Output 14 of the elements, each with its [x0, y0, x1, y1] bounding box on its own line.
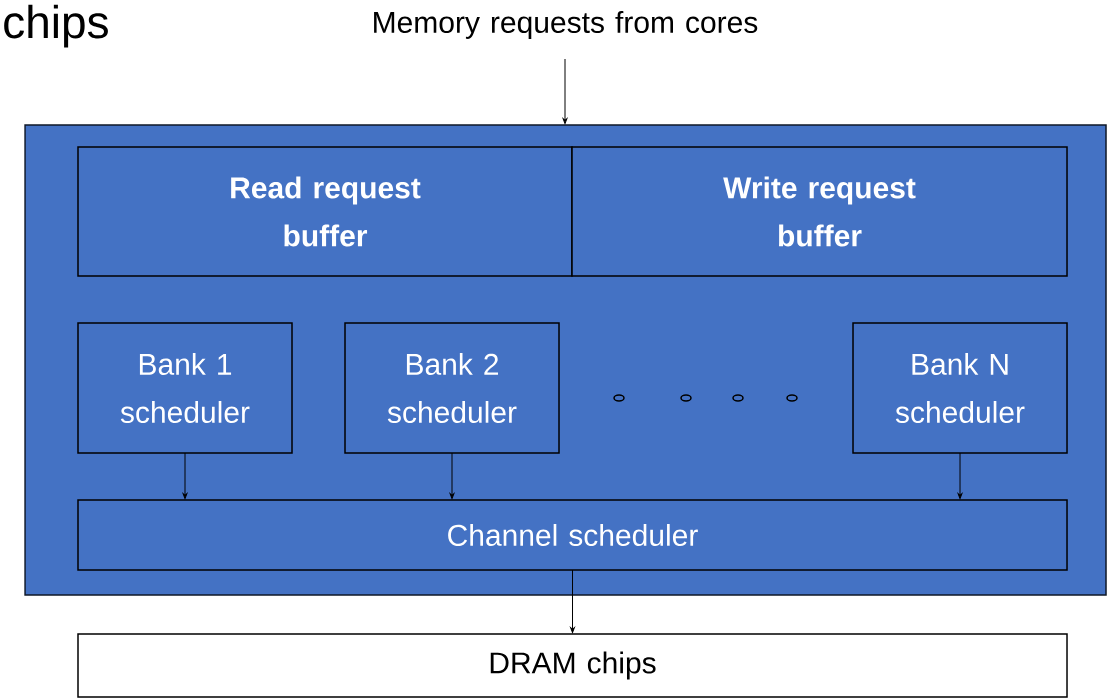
scheduler-box: Bank N scheduler — [852, 322, 1068, 454]
arrow — [957, 452, 963, 500]
scheduler-box: Bank 1 scheduler — [77, 322, 293, 454]
memory-box: DRAM chips — [77, 633, 1068, 698]
arrow — [182, 452, 188, 500]
arrow — [449, 452, 455, 500]
caption-text: Memory requests from cores — [374, 11, 758, 39]
buffer-box: Write request buffer — [571, 146, 1068, 277]
scheduler-box: Bank 2 scheduler — [344, 322, 560, 454]
scheduler-box: Channel scheduler — [77, 499, 1068, 571]
buffer-box: Read request buffer — [77, 146, 573, 277]
arrow — [570, 569, 575, 634]
title-text: chips — [4, 4, 108, 48]
arrow — [562, 58, 568, 125]
